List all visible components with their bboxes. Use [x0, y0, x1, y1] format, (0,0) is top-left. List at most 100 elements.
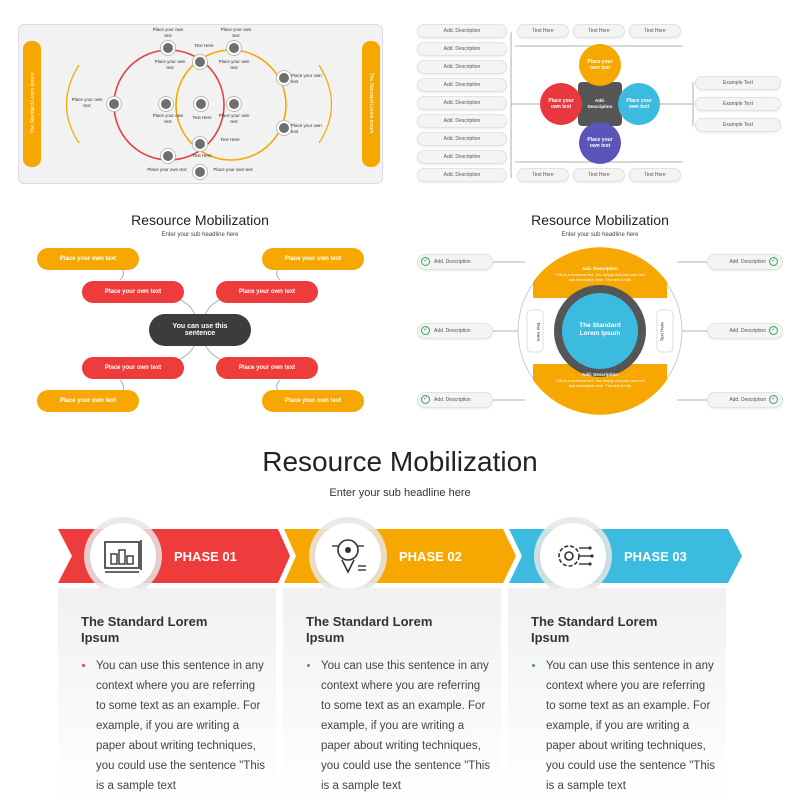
example-pill: Example Text [695, 97, 781, 111]
phase-01-text: You can use this sentence in any context… [96, 660, 266, 792]
blueprint-icon [104, 540, 142, 573]
main-subtitle: Enter your sub headline here [329, 487, 471, 499]
description-pill: Add. Description [417, 114, 507, 128]
petal-connectors [510, 32, 694, 178]
red-pill: Place your own text [216, 281, 318, 303]
chart-icon [194, 97, 208, 111]
cycle-label: Place your own text [218, 59, 250, 70]
cycle-label: Place your own text [147, 167, 187, 172]
panel-petal-diagram: Add. Description Add. Description Add. D… [415, 20, 785, 190]
yellow-pill: Place your own text [37, 390, 139, 412]
cycle-label: Place your own text [213, 167, 253, 172]
description-pill: Add. Description [417, 60, 507, 74]
phase-03-text: You can use this sentence in any context… [546, 660, 716, 792]
description-pill: Add. Description [417, 254, 493, 270]
phase-01-bullet [82, 664, 85, 667]
text-pill: Text Here [629, 168, 681, 182]
description-pill: Add. Description [417, 24, 507, 38]
phase-02-card [283, 588, 501, 800]
check-icon: ✓ [769, 257, 778, 266]
panel3-subtitle: Enter your sub headline here [161, 232, 239, 238]
phase-01-title: The Standard Lorem Ipsum [81, 614, 208, 645]
text-pill: Text Here [517, 168, 569, 182]
person-icon [159, 97, 173, 111]
example-pill: Example Text [695, 76, 781, 90]
phase-03-bullet [532, 664, 535, 667]
check-icon: ✓ [421, 257, 430, 266]
description-pill: Add. Description [417, 42, 507, 56]
orbit-side-left: Text Here [535, 322, 541, 342]
cycle-label: Text Here [192, 153, 212, 158]
orbit-diagram [493, 247, 707, 415]
example-pill: Example Text [695, 118, 781, 132]
red-pill: Place your own text [82, 357, 184, 379]
group-icon [227, 41, 241, 55]
panel4-title: Resource Mobilization [531, 212, 669, 228]
description-pill: Add. Description [417, 392, 493, 408]
cycle-label: Place your own text [291, 73, 322, 84]
panel-cycle-diagram: The Standard Lorem Ipsum The Standard Lo… [18, 24, 383, 184]
panel4-subtitle: Enter your sub headline here [561, 232, 639, 238]
check-icon: ✓ [421, 326, 430, 335]
check-icon: ✓ [769, 395, 778, 404]
description-pill: Add. Description [417, 78, 507, 92]
target-icon [277, 71, 291, 85]
phase-03-card [508, 588, 726, 800]
orbit-top-text: This is a sentence text. You simply add … [555, 273, 645, 282]
description-pill: Add. Description [707, 323, 783, 339]
side-bar-right [362, 41, 380, 167]
handshake-icon [107, 97, 121, 111]
text-pill: Text Here [573, 168, 625, 182]
yellow-pill: Place your own text [262, 248, 364, 270]
orbit-bottom-text: This is a sentence text. You simply add … [555, 379, 645, 388]
red-pill: Place your own text [216, 357, 318, 379]
hand-coin-icon [193, 165, 207, 179]
phase-01-label: PHASE 01 [174, 549, 237, 564]
main-title: Resource Mobilization [262, 446, 538, 477]
petal-top: Place your own text [579, 44, 621, 86]
petal-right: Place your own text [618, 83, 660, 125]
phase-03-icon-circle [540, 523, 606, 589]
orbit-bottom-heading: Add. Description [581, 372, 618, 377]
users-icon [161, 41, 175, 55]
yellow-pill: Place your own text [262, 390, 364, 412]
center-pill: You can use this sentence [149, 314, 251, 346]
cycle-label: Place your own text [154, 59, 186, 70]
phase-02-text: You can use this sentence in any context… [321, 660, 491, 792]
cycle-label: Text Here [194, 43, 214, 48]
phase-01-icon-circle [90, 523, 156, 589]
text-pill: Text Here [573, 24, 625, 38]
description-pill: Add. Description [417, 168, 507, 182]
description-pill: Add. Description [707, 392, 783, 408]
phase-02-icon-circle [315, 523, 381, 589]
cycle-label: Place your own text [218, 113, 250, 124]
check-icon: ✓ [769, 326, 778, 335]
cycle-label: Text Here [192, 115, 212, 120]
cycle-label: Place your own text [152, 113, 184, 124]
panel3-title: Resource Mobilization [131, 212, 269, 228]
orbit-center: The Standard Lorem Ipsum [579, 322, 621, 337]
network-icon [193, 137, 207, 151]
side-bar-left [23, 41, 41, 167]
red-pill: Place your own text [82, 281, 184, 303]
phase-03-title: The Standard Lorem Ipsum [531, 614, 658, 645]
phase-03-label: PHASE 03 [624, 549, 687, 564]
petal-center: Add. Description [587, 98, 613, 109]
money-icon [161, 149, 175, 163]
orbit-top-heading: Add. Description [581, 266, 618, 271]
phase-02-label: PHASE 02 [399, 549, 462, 564]
team-icon [277, 121, 291, 135]
description-pill: Add. Description [417, 96, 507, 110]
phase-02-bullet [307, 664, 310, 667]
side-label-left: The Standard Lorem Ipsum [30, 72, 36, 134]
text-pill: Text Here [629, 24, 681, 38]
gear-circuit-icon [558, 545, 594, 567]
cycle-label: Text Here [220, 137, 240, 142]
petal-left: Place your own text [540, 83, 582, 125]
description-pill: Add. Description [417, 132, 507, 146]
cycle-label: Place your own text [291, 123, 322, 134]
check-icon: ✓ [421, 395, 430, 404]
description-pill: Add. Description [707, 254, 783, 270]
cycle-label: Place your own text [71, 97, 103, 108]
yellow-pill: Place your own text [37, 248, 139, 270]
